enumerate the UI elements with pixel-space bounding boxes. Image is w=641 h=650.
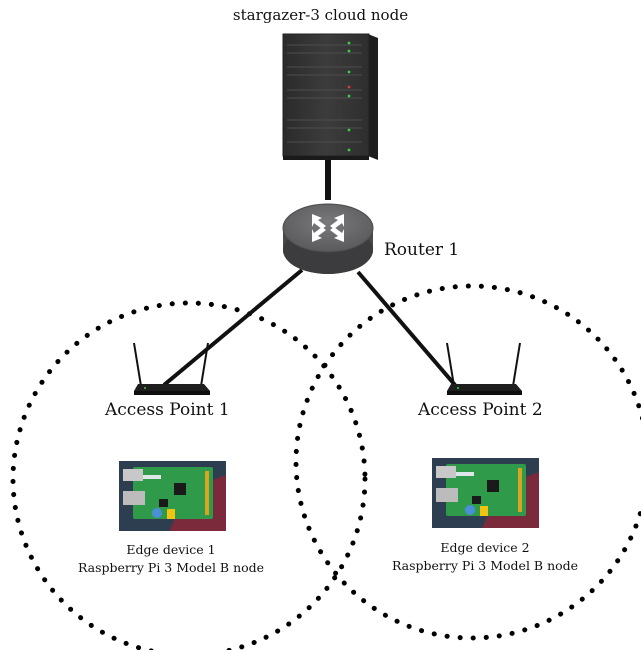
raspberry-pi-board-icon-2: [432, 458, 539, 528]
access-point-2-label: Access Point 2: [418, 400, 543, 420]
edge-device-1-model: Raspberry Pi 3 Model B node: [77, 560, 265, 575]
network-links: [162, 160, 457, 387]
edge-device-2-model: Raspberry Pi 3 Model B node: [391, 558, 579, 573]
link-router-ap1: [162, 268, 304, 387]
server-rack-icon: [282, 33, 378, 160]
wifi-access-point-icon-2: [446, 342, 522, 395]
router-icon: [282, 203, 374, 274]
access-point-1-label: Access Point 1: [105, 400, 230, 420]
edge-device-1-label: Edge device 1 Raspberry Pi 3 Model B nod…: [56, 541, 286, 577]
link-router-ap2: [356, 270, 457, 387]
edge-device-1-name: Edge device 1: [126, 542, 216, 557]
coverage-area-ap1: [10, 300, 368, 650]
edge-device-2-name: Edge device 2: [440, 540, 530, 555]
coverage-area-ap2: [293, 283, 641, 641]
raspberry-pi-board-icon-1: [119, 461, 226, 531]
router-label: Router 1: [384, 240, 460, 260]
wifi-access-point-icon-1: [133, 342, 210, 395]
edge-device-2-label: Edge device 2 Raspberry Pi 3 Model B nod…: [370, 539, 600, 575]
cloud-node-label: stargazer-3 cloud node: [232, 6, 409, 24]
